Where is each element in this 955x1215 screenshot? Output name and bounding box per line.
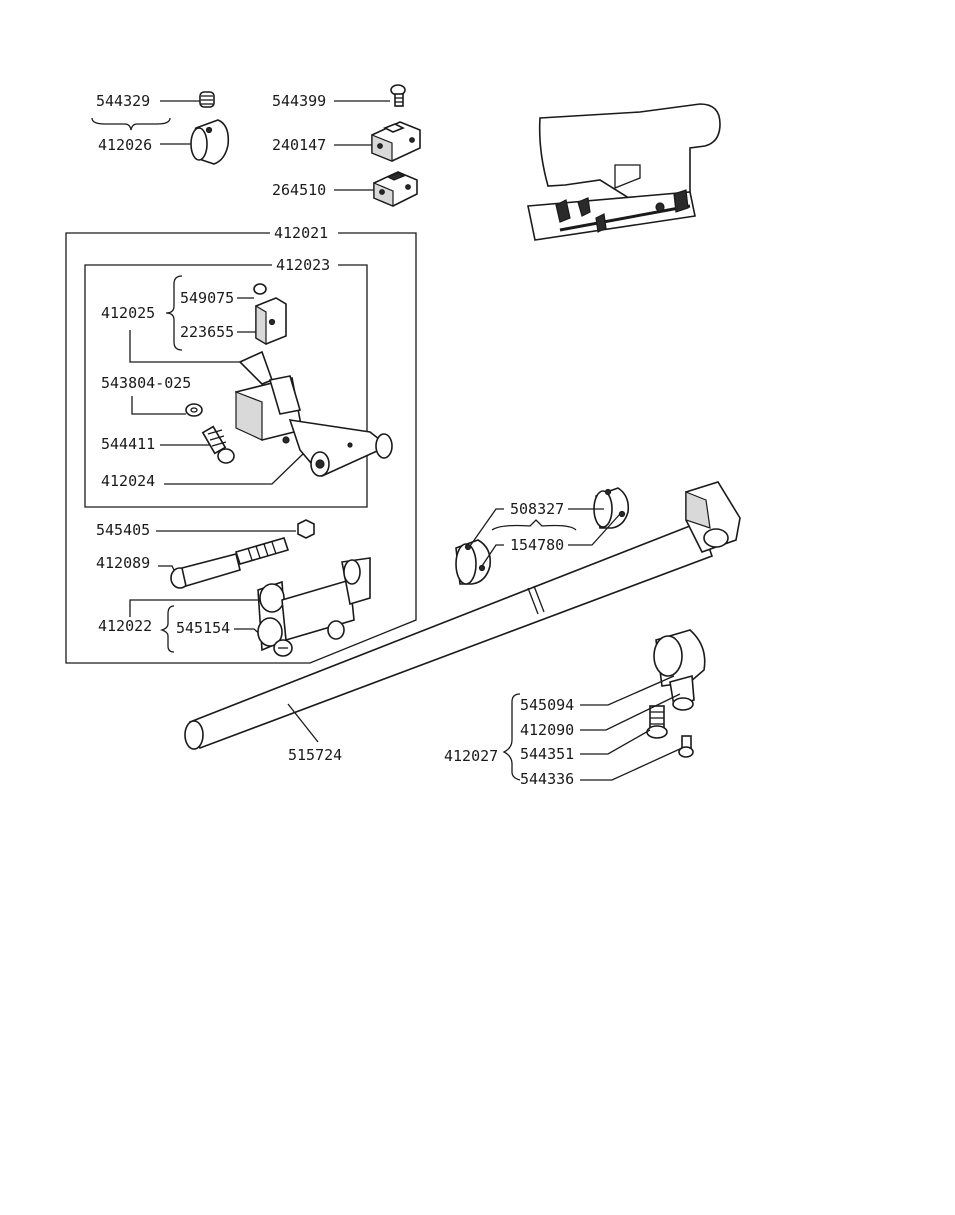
ring-549075 [254,284,266,294]
collar-154780-right [594,488,628,528]
label-515724: 515724 [288,746,342,764]
label-544351: 544351 [520,745,574,763]
screw-544336 [679,736,693,757]
brace-544329-412026 [92,118,170,130]
label-412023: 412023 [276,256,330,274]
block-264510 [374,172,417,206]
bushing-bracket-412027 [654,630,705,710]
label-544329: 544329 [96,92,150,110]
label-412022: 412022 [98,617,152,635]
label-264510: 264510 [272,181,326,199]
label-412025: 412025 [101,304,155,322]
collar-412026 [191,120,228,164]
set-screw-544329 [200,92,214,107]
label-412090: 412090 [520,721,574,739]
label-223655: 223655 [180,323,234,341]
brace-412027 [504,694,520,780]
label-545154: 545154 [176,619,230,637]
brace-412022 [162,606,174,652]
label-544399: 544399 [272,92,326,110]
label-154780: 154780 [510,536,564,554]
label-543804-025: 543804-025 [101,374,191,392]
label-412089: 412089 [96,554,150,572]
label-240147: 240147 [272,136,326,154]
crank-arm-412024 [236,352,392,476]
label-412026: 412026 [98,136,152,154]
nut-545405 [298,520,314,538]
label-545405: 545405 [96,521,150,539]
machine-overview-sketch [528,104,720,240]
block-240147 [372,122,420,161]
stud-412089 [171,538,288,588]
label-412021: 412021 [274,224,328,242]
brace-508327-154780 [492,520,576,530]
screw-544399 [391,85,405,106]
label-412024: 412024 [101,472,155,490]
label-544411: 544411 [101,435,155,453]
washer-543804-025 [186,404,202,416]
label-412027: 412027 [444,747,498,765]
screw-544351 [647,706,667,738]
plate-223655 [256,298,286,344]
label-508327: 508327 [510,500,564,518]
label-549075: 549075 [180,289,234,307]
label-544336: 544336 [520,770,574,788]
bracket-412022 [258,558,370,656]
label-545094: 545094 [520,696,574,714]
